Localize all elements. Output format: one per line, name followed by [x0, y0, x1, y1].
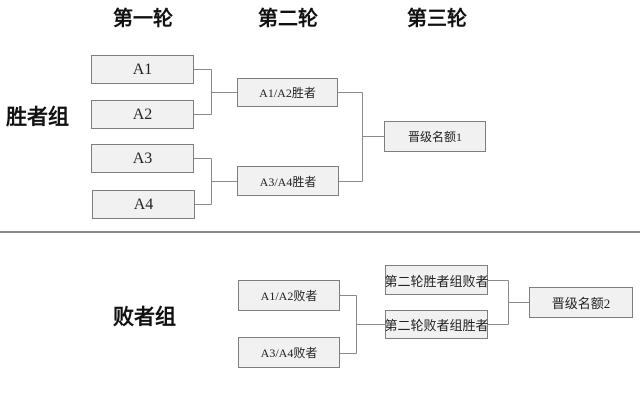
- node-a4: A4: [92, 190, 195, 219]
- winners-group-label: 胜者组: [6, 105, 69, 129]
- node-a2: A2: [91, 100, 194, 129]
- losers-group-label: 败者组: [113, 305, 176, 329]
- node-a3a4-winner: A3/A4胜者: [237, 166, 339, 196]
- node-a1a2-winner: A1/A2胜者: [237, 78, 338, 107]
- column-header-round2: 第二轮: [258, 8, 318, 30]
- node-round2-winners-group-loser: 第二轮胜者组败者: [385, 265, 489, 295]
- column-header-round1: 第一轮: [113, 8, 173, 30]
- node-a3: A3: [91, 144, 194, 173]
- node-promotion-slot-1: 晋级名额1: [384, 121, 486, 152]
- node-promotion-slot-2: 晋级名额2: [529, 287, 633, 318]
- column-header-round3: 第三轮: [407, 8, 467, 30]
- node-a1a2-loser: A1/A2败者: [238, 280, 340, 311]
- node-round2-losers-group-winner: 第二轮败者组胜者: [385, 310, 489, 339]
- node-a1: A1: [91, 55, 194, 84]
- section-divider: [0, 231, 640, 233]
- node-a3a4-loser: A3/A4败者: [238, 337, 340, 368]
